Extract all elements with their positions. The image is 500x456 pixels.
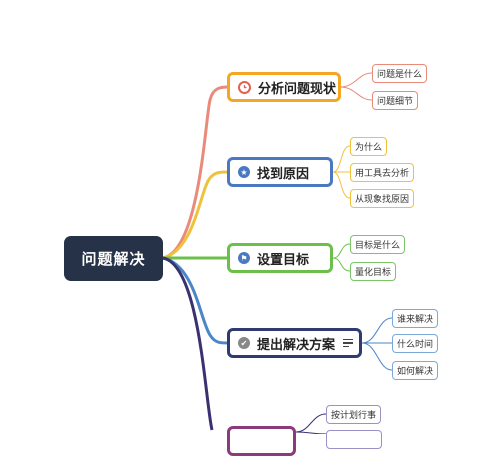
check-icon: ✔ [238, 337, 250, 349]
leaf-problem-details[interactable]: 问题细节 [372, 91, 419, 110]
leaf-act-on-plan[interactable]: 按计划行事 [326, 405, 382, 424]
edge-root-branch4 [162, 256, 229, 345]
mind-map-connectors [162, 72, 393, 434]
edge-root-branch2 [162, 170, 229, 260]
edge-b2-leaf3 [332, 171, 351, 199]
branch-set-goal[interactable]: ⚑ 设置目标 [227, 243, 333, 273]
edge-b4-leaf1 [361, 317, 393, 344]
branch-fifth[interactable] [227, 426, 296, 456]
leaf-use-tools[interactable]: 用工具去分析 [350, 163, 415, 182]
clock-icon [238, 80, 251, 94]
branch-label: 找到原因 [257, 166, 310, 182]
branch-label: 提出解决方案 [257, 337, 336, 353]
branch-find-cause[interactable]: ★ 找到原因 [227, 157, 333, 187]
leaf-what-is-goal[interactable]: 目标是什么 [350, 235, 406, 254]
edge-b2-leaf1 [332, 145, 351, 173]
flag-icon: ⚑ [238, 252, 250, 264]
branch-label: 设置目标 [257, 252, 310, 268]
edge-b5-leaf1 [295, 413, 327, 433]
leaf-how-to-solve[interactable]: 如何解决 [392, 361, 439, 380]
root-node[interactable]: 问题解决 [64, 236, 163, 281]
leaf-who-solves[interactable]: 谁来解决 [392, 309, 439, 328]
leaf-from-phenomenon[interactable]: 从现象找原因 [350, 189, 415, 208]
leaf-what-time[interactable]: 什么时间 [392, 334, 439, 353]
branch-label: 分析问题现状 [258, 81, 337, 97]
branch-propose-solution[interactable]: ✔ 提出解决方案 [227, 328, 362, 358]
edge-b3-leaf2 [332, 257, 351, 272]
branch-analyze-status[interactable]: 分析问题现状 [227, 72, 341, 102]
edge-b3-leaf1 [332, 243, 351, 259]
edge-b1-leaf2 [339, 86, 373, 101]
leaf-quantify-goal[interactable]: 量化目标 [350, 262, 397, 281]
leaf-why[interactable]: 为什么 [350, 137, 388, 156]
edge-root-branch1 [162, 85, 229, 260]
edge-b1-leaf1 [339, 72, 373, 88]
star-icon: ★ [238, 166, 250, 178]
leaf-what-is-problem[interactable]: 问题是什么 [372, 64, 428, 83]
notes-icon[interactable] [343, 338, 354, 348]
edge-b4-leaf3 [361, 342, 393, 371]
leaf-partial[interactable] [326, 430, 382, 449]
edge-root-branch5 [162, 256, 214, 431]
